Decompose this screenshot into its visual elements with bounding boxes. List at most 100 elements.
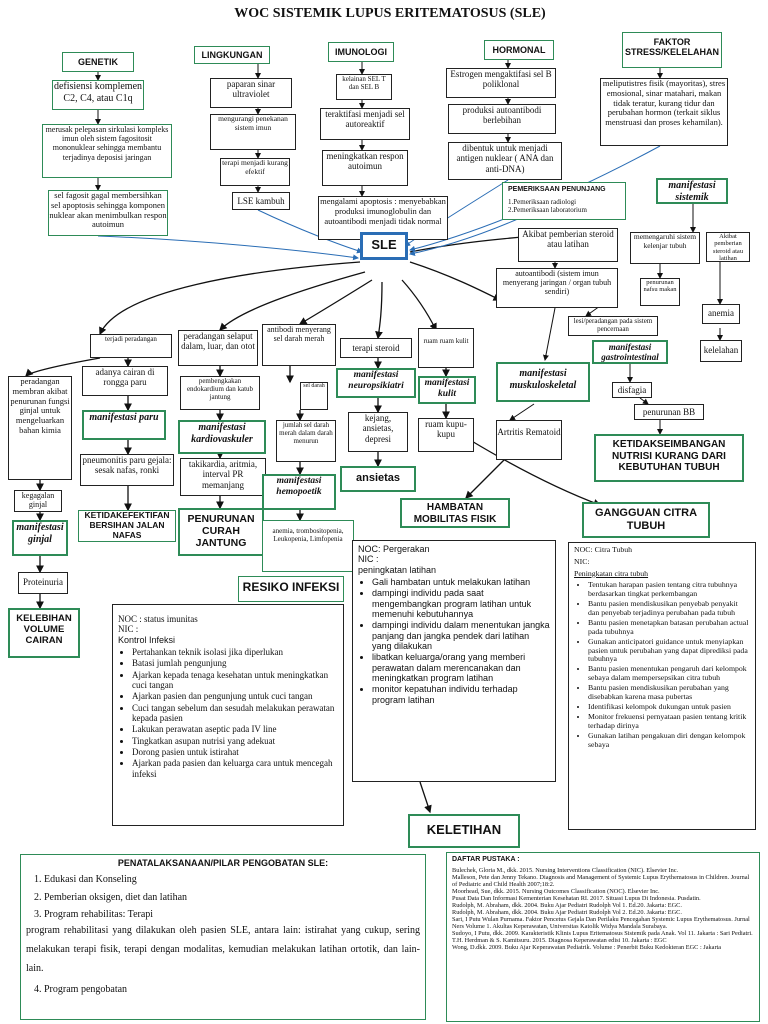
sistemik-node-4: anemia bbox=[702, 304, 740, 324]
manifestasi-kardiovaskuler: manifestasi kardiovaskuler bbox=[178, 420, 266, 454]
sle-center: SLE bbox=[360, 232, 408, 260]
mobilitas-item: dampingi individu pada saat mengembangka… bbox=[372, 588, 550, 619]
infeksi-item: Dorong pasien untuk istirahat bbox=[132, 747, 338, 757]
hemo-node-2: sel darah bbox=[300, 382, 328, 410]
stres-node-1: meliputistres fisik (mayoritas), stres e… bbox=[600, 78, 728, 146]
kardio-node-1: peradangan selaput dalam, luar, dan otot bbox=[178, 330, 258, 366]
pemeriksaan-penunjang: PEMERIKSAAN PENUNJANG 1.Pemeriksaan radi… bbox=[502, 182, 626, 220]
penunjang-item: 2.Pemeriksaan laboratorium bbox=[508, 206, 587, 215]
manifestasi-gastrointestinal: manifestasi gastrointestinal bbox=[592, 340, 668, 364]
category-lingkungan: LINGKUNGAN bbox=[194, 46, 270, 64]
manifestasi-sistemik: manifestasi sistemik bbox=[656, 178, 728, 204]
citra-item: Bantu pasien mendiskusikan perubahan yan… bbox=[588, 683, 750, 702]
citra-item: Tentukan harapan pasien tentang citra tu… bbox=[588, 580, 750, 599]
penatalaksanaan-item: Pemberian oksigen, diet dan latihan bbox=[44, 892, 420, 904]
manifestasi-paru: manifestasi paru bbox=[82, 410, 166, 440]
infeksi-nic-sub: Kontrol Infeksi bbox=[118, 634, 176, 645]
diagnosis-curah-jantung: PENURUNAN CURAH JANTUNG bbox=[178, 508, 264, 556]
imunologi-node-2: teraktifasi menjadi sel autoreaktif bbox=[320, 108, 410, 140]
left-node-3: kegagalan ginjal bbox=[14, 490, 62, 512]
citra-item: Gunakan latihan pengakuan diri dengan ke… bbox=[588, 731, 750, 750]
manifestasi-neuropsikiatri: manifestasi neuropsikiatri bbox=[336, 368, 416, 398]
citra-nic: NIC: bbox=[574, 556, 590, 566]
kardio-node-4: takikardia, aritmia, interval PR memanja… bbox=[180, 458, 266, 496]
category-imunologi: IMUNOLOGI bbox=[328, 42, 394, 62]
pustaka-item: Malleson, Pete dan Jenny Tekano. Diagnos… bbox=[452, 873, 750, 888]
citra-noc: NOC: Citra Tubuh bbox=[574, 545, 633, 554]
infeksi-item: Ajarkan pada pasien dan keluarga cara un… bbox=[132, 758, 338, 779]
infeksi-item: Tingkatkan asupan nutrisi yang adekuat bbox=[132, 736, 338, 746]
kulit-node-3: ruam kupu-kupu bbox=[418, 418, 474, 452]
lingkungan-node-3: terapi menjadi kurang efektif bbox=[220, 158, 290, 186]
infeksi-item: Batasi jumlah pengunjung bbox=[132, 658, 338, 668]
page-title: WOC SISTEMIK LUPUS ERITEMATOSUS (SLE) bbox=[180, 6, 600, 26]
pustaka-item: Rudolph, M. Abraham, dkk. 2004. Buku Aja… bbox=[452, 902, 682, 910]
category-stres: FAKTOR STRESS/KELELAHAN bbox=[622, 32, 722, 68]
penatalaksanaan-item: Program pengobatan bbox=[44, 984, 420, 996]
neuro-node-1: terapi steroid bbox=[340, 338, 412, 358]
diagnosis-keletihan: KELETIHAN bbox=[408, 814, 520, 848]
infeksi-nic: NIC : bbox=[118, 624, 139, 635]
neuro-node-3: kejang, ansietas, depresi bbox=[348, 412, 408, 452]
sistemik-node-3: penurunan nafsu makan bbox=[640, 278, 680, 306]
mobilitas-item: libatkan keluarga/orang yang memberi per… bbox=[372, 652, 550, 683]
kulit-node-1: ruam ruam kulit bbox=[418, 328, 474, 368]
daftar-pustaka-box: DAFTAR PUSTAKA : Bulechek, Gloria M., dk… bbox=[446, 852, 760, 1022]
manifestasi-ginjal: manifestasi ginjal bbox=[12, 520, 68, 556]
manifestasi-muskuloskeletal: manifestasi muskuloskeletal bbox=[496, 362, 590, 402]
citra-item: Bantu pasien mendiskusikan penyebab peny… bbox=[588, 599, 750, 618]
pustaka-title: DAFTAR PUSTAKA : bbox=[452, 856, 520, 863]
infeksi-noc: NOC : status imunitas bbox=[118, 614, 198, 624]
diagnosis-nutrisi: KETIDAKSEIMBANGAN NUTRISI KURANG DARI KE… bbox=[594, 434, 744, 482]
citra-item: Identifikasi kelompok dukungan untuk pas… bbox=[588, 702, 750, 712]
manifestasi-kulit: manifestasi kulit bbox=[418, 376, 476, 404]
diagnosis-ansietas: ansietas bbox=[340, 466, 416, 492]
hemo-node-5: anemia, trombositopenia, Leukopenia, Lim… bbox=[262, 520, 354, 572]
pustaka-item: Rudolph, M. Abraham, dkk. 2004. Buku Aja… bbox=[452, 909, 682, 917]
lingkungan-node-2: mengurangi penekanan sistem imun bbox=[210, 114, 296, 150]
pustaka-item: Sudoyo, I Putu, dkk. 2009. Karakteristik… bbox=[452, 930, 753, 938]
genetik-node-2: merusak pelepasan sirkulasi kompleks imu… bbox=[42, 124, 172, 178]
left-node-7: adanya cairan di rongga paru bbox=[82, 366, 168, 396]
left-node-1: terjadi peradangan bbox=[90, 334, 172, 358]
genetik-node-3: sel fagosit gagal membersihkan sel apopt… bbox=[48, 190, 168, 236]
rightmid-node-6: penurunan BB bbox=[634, 404, 704, 420]
infeksi-item: Pertahankan teknik isolasi jika diperluk… bbox=[132, 647, 338, 657]
rightmid-node-1: Akibat pemberian steroid atau latihan bbox=[518, 228, 618, 262]
diagnosis-kelebihan-cairan: KELEBIHAN VOLUME CAIRAN bbox=[8, 608, 80, 658]
lingkungan-node-4: LSE kambuh bbox=[232, 192, 290, 210]
mobilitas-item: Gali hambatan untuk melakukan latihan bbox=[372, 577, 550, 587]
penatalaksanaan-item: Edukasi dan Konseling bbox=[44, 874, 420, 886]
diagnosis-mobilitas-title: HAMBATAN MOBILITAS FISIK bbox=[400, 498, 510, 528]
diagnosis-citra-title: GANGGUAN CITRA TUBUH bbox=[582, 502, 710, 538]
left-node-9: pneumonitis paru gejala: sesak nafas, ro… bbox=[80, 454, 174, 486]
penatalaksanaan-title: PENATALAKSANAAN/PILAR PENGOBATAN SLE: bbox=[117, 858, 329, 868]
penatalaksanaan-rehab-text: program rehabilitasi yang dilakukan oleh… bbox=[26, 924, 420, 974]
rightmid-node-3: lesi/peradangan pada sistem pencernaan bbox=[568, 316, 658, 336]
pustaka-item: Pusat Data Dan Informasi Kementerian Kes… bbox=[452, 895, 701, 903]
citra-item: Monitor frekuensi pernyataan pasien tent… bbox=[588, 712, 750, 731]
hormonal-node-1: Estrogen mengaktifasi sel B poliklonal bbox=[446, 68, 556, 98]
penunjang-item: 1.Pemeriksaan radiologi bbox=[508, 198, 577, 207]
rightmid-node-5: disfagia bbox=[612, 382, 652, 398]
category-hormonal: HORMONAL bbox=[484, 40, 554, 60]
sistemik-node-5: kelelahan bbox=[700, 340, 742, 362]
lingkungan-node-1: paparan sinar ultraviolet bbox=[210, 78, 292, 108]
pustaka-item: Bulechek, Gloria M., dkk. 2015. Nursing … bbox=[452, 866, 679, 874]
imunologi-node-3: meningkatkan respon autoimun bbox=[322, 150, 408, 186]
penatalaksanaan-item: Program rehabilitas: Terapi program reha… bbox=[26, 909, 420, 978]
hormonal-node-3: dibentuk untuk menjadi antigen nuklear (… bbox=[448, 142, 562, 180]
citra-nic-sub: Peningkatan citra tubuh bbox=[574, 568, 649, 578]
infeksi-item: Lakukan perawatan aseptic pada IV line bbox=[132, 724, 338, 734]
category-genetik: GENETIK bbox=[62, 52, 134, 72]
mobilitas-noc: NOC: Pergerakan bbox=[358, 544, 430, 554]
hemo-node-1: antibodi menyerang sel darah merah bbox=[262, 324, 336, 366]
pustaka-item: T.H. Herdman & S. Kamitsuru. 2015. Diagn… bbox=[452, 937, 667, 945]
kardio-node-2: pembengkakan endokardium dan katub jantu… bbox=[180, 376, 260, 410]
pustaka-item: Sari, I Putu Wulan Purnama. Faktor Pence… bbox=[452, 916, 750, 931]
imunologi-node-1: kelainan SEL T dan SEL B bbox=[336, 74, 392, 100]
genetik-node-1: defisiensi komplemen C2, C4, atau C1q bbox=[52, 80, 144, 110]
mobilitas-intervention-box: NOC: Pergerakan NIC : peningkatan latiha… bbox=[352, 540, 556, 782]
infeksi-intervention-box: NOC : status imunitas NIC : Kontrol Infe… bbox=[112, 604, 344, 826]
penunjang-title: PEMERIKSAAN PENUNJANG bbox=[508, 186, 606, 193]
